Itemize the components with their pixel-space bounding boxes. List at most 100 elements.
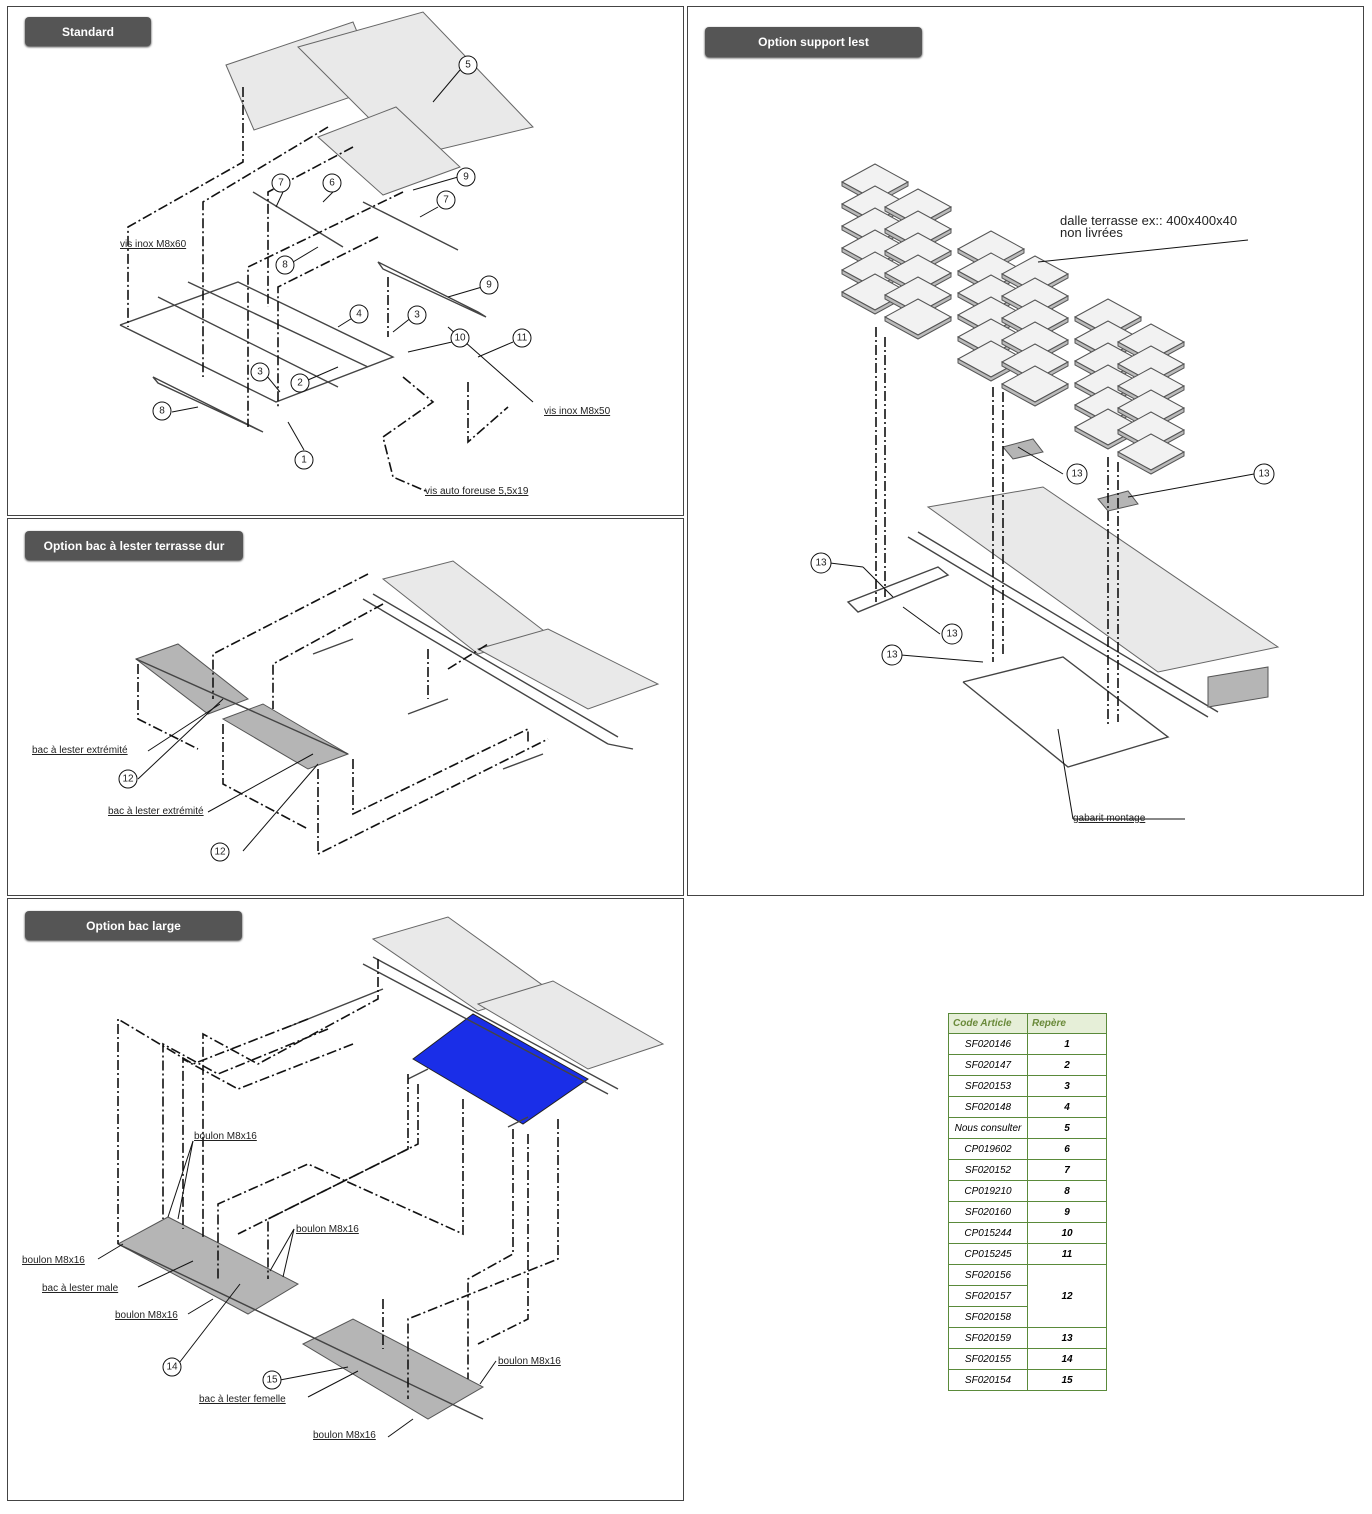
frame [846,438,1280,768]
solar-panel [412,1013,589,1125]
grid-panels [381,560,660,710]
svg-text:3: 3 [414,310,420,321]
repere-cell: 1 [1027,1033,1107,1055]
callout-12b: 12 [210,842,230,862]
code-article-cell: CP015245 [948,1243,1028,1265]
repere-cell: 7 [1027,1159,1107,1181]
header-repere: Repère [1027,1013,1107,1034]
grid-panels [371,916,665,1070]
callout-4: 4 [349,304,369,324]
callout-7a: 7 [271,173,291,193]
code-article-cell: SF020155 [948,1348,1028,1370]
code-article-cell: SF020156 [948,1264,1028,1286]
label-bac-extremite-1: bac à lester extrémité [32,745,128,756]
panel-title-support-lest: Option support lest [705,27,922,57]
callout-13d: 13 [941,623,963,645]
frame [312,593,634,770]
callout-7b: 7 [436,190,456,210]
svg-text:10: 10 [454,333,466,344]
svg-text:1: 1 [301,455,307,466]
svg-text:4: 4 [356,309,362,320]
label-bac-femelle: bac à lester femelle [199,1394,286,1405]
svg-text:9: 9 [463,172,469,183]
svg-text:3: 3 [257,367,263,378]
code-article-cell: SF020148 [948,1096,1028,1118]
code-article-cell: SF020152 [948,1159,1028,1181]
panel-standard: Standard [7,6,684,516]
terrace-tile-edge [1117,451,1185,475]
callout-9a: 9 [479,275,499,295]
svg-text:12: 12 [214,847,226,858]
label-vis-auto-foreuse: vis auto foreuse 5,5x19 [425,486,529,497]
code-article-cell: SF020160 [948,1201,1028,1223]
svg-text:13: 13 [1071,469,1083,480]
standard-diagram: vis inox M8x60 vis inox M8x50 vis auto f… [119,11,611,497]
label-bac-extremite-2: bac à lester extrémité [108,806,204,817]
svg-text:13: 13 [1258,469,1270,480]
repere-cell: 15 [1027,1369,1107,1391]
panel-title-bac-large: Option bac large [25,911,242,940]
callout-1: 1 [294,450,314,470]
label-bac-male: bac à lester male [42,1283,119,1294]
code-article-cell: SF020147 [948,1054,1028,1076]
repere-cell: 9 [1027,1201,1107,1223]
ballast-trays [116,1216,485,1420]
callout-9b: 8 [152,401,172,421]
repere-cell: 4 [1027,1096,1107,1118]
svg-text:2: 2 [297,378,303,389]
construction-lines [127,87,509,493]
label-boulon-6: boulon M8x16 [313,1430,376,1441]
callout-11: 11 [512,328,532,348]
terrace-tiles [840,163,1186,475]
leader-lines [829,239,1255,820]
callout-3b: 3 [250,362,270,382]
code-article-cell: Nous consulter [948,1117,1028,1139]
callout-10: 10 [450,328,470,348]
label-boulon-2: boulon M8x16 [296,1224,359,1235]
label-gabarit: gabarit montage [1073,813,1146,824]
svg-text:11: 11 [517,333,528,344]
grid-panel-8 [317,106,461,196]
header-code-article: Code Article [948,1013,1028,1034]
callout-13b: 13 [1253,463,1275,485]
label-vis-inox-m8x50: vis inox M8x50 [544,406,611,417]
svg-text:8: 8 [282,260,288,271]
leader-lines [97,1140,497,1438]
bac-terrasse-diagram: bac à lester extrémité bac à lester extr… [32,560,660,862]
panel-bac-large: Option bac large [7,898,684,1501]
repere-cell: 14 [1027,1348,1107,1370]
code-article-cell: SF020153 [948,1075,1028,1097]
callout-13a: 13 [1066,463,1088,485]
repere-cell: 3 [1027,1075,1107,1097]
terrace-tile-edge [884,316,952,340]
repere-cell: 10 [1027,1222,1107,1244]
repere-cell: 12 [1027,1264,1107,1328]
construction-lines [875,327,1119,727]
svg-text:5: 5 [465,60,471,71]
svg-text:6: 6 [329,178,335,189]
svg-text:13: 13 [946,629,958,640]
code-article-cell: CP019602 [948,1138,1028,1160]
callout-15: 15 [262,1370,282,1390]
callout-13e: 13 [881,644,903,666]
label-boulon-5: boulon M8x16 [498,1356,561,1367]
construction-lines [117,959,559,1399]
construction-lines [137,573,549,856]
label-boulon-4: boulon M8x16 [115,1310,178,1321]
repere-cell: 5 [1027,1117,1107,1139]
repere-cell: 11 [1027,1243,1107,1265]
ballast-trays [134,643,350,770]
repere-cell: 13 [1027,1327,1107,1349]
svg-text:7: 7 [443,195,449,206]
callout-12a: 12 [118,769,138,789]
panel-bac-terrasse: Option bac à lester terrasse dur [7,518,684,896]
